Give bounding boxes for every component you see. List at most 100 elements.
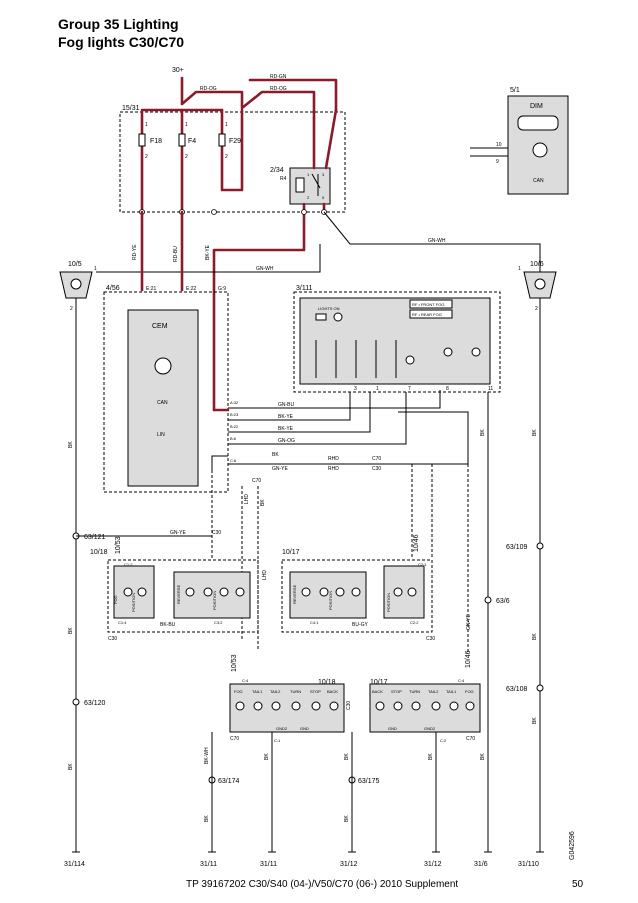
wire-rd-og-1: RD-OG <box>200 86 217 92</box>
cem-pin-c6: C:6 <box>230 458 237 463</box>
diagram-subtitle: Fog lights C30/C70 <box>58 34 185 50</box>
lamp-c70-17-pin-c2: C:2 <box>440 738 447 743</box>
lsm-pin1: 1 <box>376 386 379 392</box>
lamp-c70-17-pin-c4: C:4 <box>458 678 465 683</box>
relay-name: R4 <box>280 176 287 182</box>
fuse-box-id: 15/31 <box>122 105 140 112</box>
lamp-10-17-pos2-label: POSITION <box>386 593 391 612</box>
lamp-10-17-id: 10/17 <box>282 549 300 556</box>
fuse-f18-label: F18 <box>150 138 162 145</box>
variant-lhd-2: LHD <box>262 570 268 580</box>
ground-31-6: 31/6 <box>474 861 488 868</box>
lamp-10-17-frame <box>281 559 433 633</box>
relay-pin1: 1 <box>307 172 310 177</box>
splice-63-175: 63/175 <box>348 776 380 785</box>
cem-id: 4/56 <box>106 285 120 292</box>
wire-bu-gy: BU-GY <box>352 622 369 628</box>
variant-c30-2: C30 <box>212 530 221 536</box>
lamp-c70-10-18-bulbs <box>235 701 339 711</box>
lsm-pin3: 3 <box>354 386 357 392</box>
lsm-pin7: 7 <box>408 386 411 392</box>
cem-pin-b23: B:23 <box>230 412 239 417</box>
wire-bk-ye: BK-YE <box>205 244 211 260</box>
wire-bk-13: BK <box>344 753 350 760</box>
relay-pin3: 3 <box>322 172 325 177</box>
lamp-10-17-pos <box>383 565 425 619</box>
lamp-10-18-rev-label: REVERSE <box>176 585 181 604</box>
supply-label: 30+ <box>172 67 184 74</box>
fuse-box-frame <box>119 111 346 213</box>
splice-63-109: 63/109 <box>506 542 544 551</box>
lamp-c70-18-turn: TURN <box>290 689 301 694</box>
splice-63-6-label: 63/6 <box>496 598 510 605</box>
lamp-c70-10-17-bulbs <box>375 701 475 711</box>
variant-c30-6: C30 <box>346 701 352 710</box>
lsm-id: 3/111 <box>296 285 313 292</box>
lamp-10-17-rev-label: REVERSE <box>292 585 297 604</box>
lamp-c70-18-tail1: TAIL1 <box>252 689 263 694</box>
splice-63-6: 63/6 <box>484 596 510 605</box>
lsm-front-fog: RF • FRONT FOG <box>412 302 444 307</box>
wire-bk-2: BK <box>68 441 74 448</box>
splice-63-108: 63/108 <box>506 684 544 693</box>
fog-light-right: 10/6 1 2 <box>518 261 557 312</box>
fog-right-pin1: 1 <box>518 266 521 272</box>
variant-c70-3: C70 <box>230 736 239 742</box>
fuse-f18-pin2: 2 <box>145 154 148 160</box>
conn-10-53-a: 10/53 <box>115 536 122 554</box>
wire-bk-6: BK <box>532 633 538 640</box>
ground-31-12-b: 31/12 <box>424 861 442 868</box>
lamp-c70-18-pin-c4: C:4 <box>242 678 249 683</box>
lamp-10-18-fog-label: FOG <box>113 595 118 604</box>
fuse-f18-pin1: 1 <box>145 122 148 128</box>
ground-31-11-a: 31/11 <box>200 861 217 868</box>
lamp-10-18-frame <box>107 559 259 633</box>
dim-pin10: 10 <box>496 142 502 148</box>
lamp-c70-18-stop: STOP <box>310 689 321 694</box>
relay-id: 2/34 <box>270 167 284 174</box>
lamp-10-18-pos2-label: POSITION <box>212 591 217 610</box>
variant-rhd-2: RHD <box>328 466 339 472</box>
fog-left-id: 10/5 <box>68 261 82 268</box>
conn-10-46-b: 10/46 <box>465 650 472 668</box>
variant-rhd-1: RHD <box>328 456 339 462</box>
splice-63-121-label: 63/121 <box>84 534 106 541</box>
cem-side-wires <box>211 390 469 470</box>
power-bus <box>140 76 338 120</box>
wire-rd-gn: RD-GN <box>270 74 287 80</box>
lamp-10-17-pin-c2-1: C2:1 <box>418 562 427 567</box>
fuse-f18: F18 1 2 <box>138 110 162 214</box>
wire-bk-15: BK <box>428 753 434 760</box>
fuse-f4-pin1: 1 <box>185 122 188 128</box>
wire-rd-bu: RD-BU <box>173 246 179 262</box>
cem-pin-b22: B:22 <box>230 424 239 429</box>
lamp-c70-17-gnd: GND <box>388 726 397 731</box>
fog-right-id: 10/6 <box>530 261 544 268</box>
wire-bk-5: BK <box>532 429 538 436</box>
wire-bk-10: BK <box>260 499 266 506</box>
variant-lhd-1: LHD <box>244 494 250 504</box>
lsm-module <box>299 297 491 385</box>
relay-pin5: 5 <box>322 195 325 200</box>
relay-pin2: 2 <box>307 195 310 200</box>
lamp-c70-17-gnd2: GND2 <box>424 726 436 731</box>
diagram-title: Group 35 Lighting <box>58 16 179 32</box>
cem-name: CEM <box>152 323 168 330</box>
fuse-f4-label: F4 <box>188 138 196 145</box>
splice-63-174-label: 63/174 <box>218 778 240 785</box>
lamp-c70-17-stop: STOP <box>391 689 402 694</box>
lamp-10-18-id: 10/18 <box>90 549 108 556</box>
variant-c70-1: C70 <box>372 456 381 462</box>
fuse-f4-pin2: 2 <box>185 154 188 160</box>
lamp-c70-18-fog: FOG <box>234 689 243 694</box>
wire-gn-wh-2: GN-WH <box>256 266 274 272</box>
cem-pin-a32: A:32 <box>230 400 239 405</box>
fuse-f29-pin2: 2 <box>225 154 228 160</box>
lamp-c70-17-back: BACK <box>372 689 383 694</box>
lamp-10-18-fog-pos <box>113 565 155 619</box>
lamp-c70-18-tail2: TAIL2 <box>270 689 281 694</box>
wire-rd-og-2: RD-OG <box>270 86 287 92</box>
conn-10-46-a: 10/46 <box>413 534 420 552</box>
lamp-c70-17-tail2: TAIL2 <box>428 689 439 694</box>
